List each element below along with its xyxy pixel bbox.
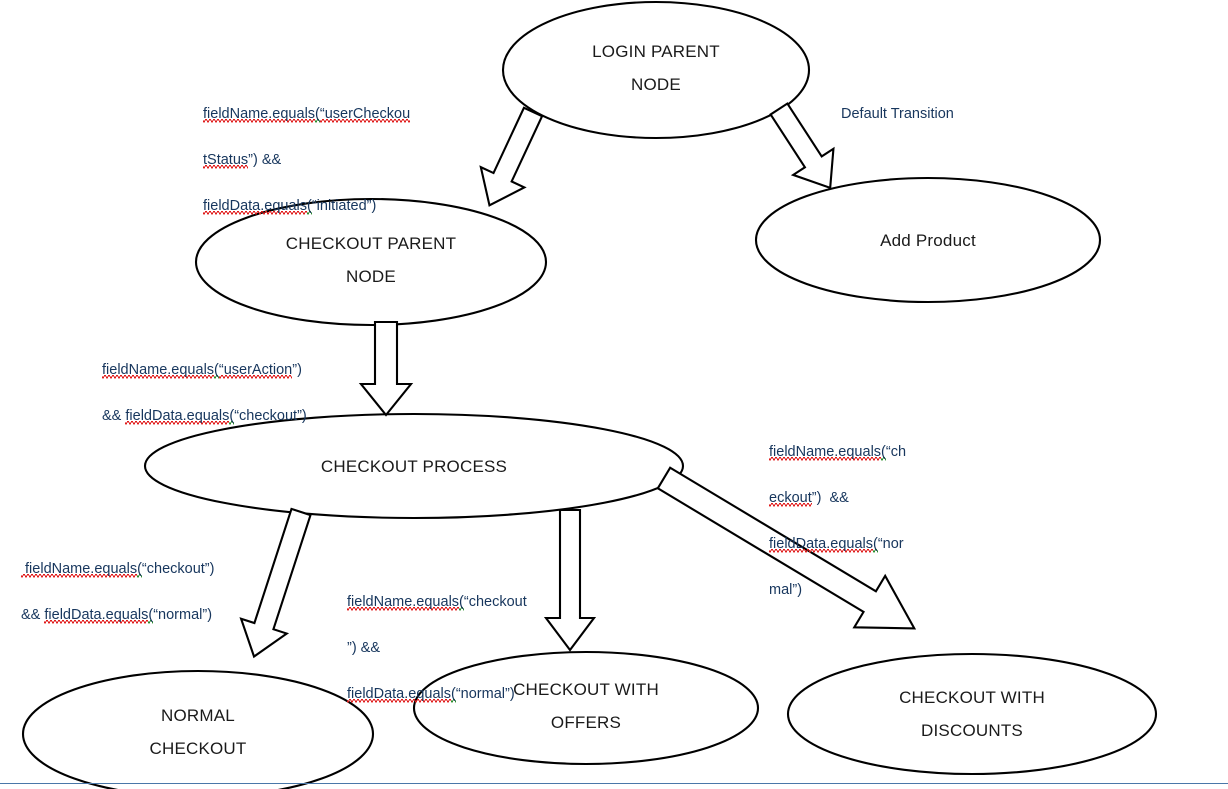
- edge-label-line: fieldName.equals: [203, 106, 316, 122]
- node-checkout-process[interactable]: [143, 412, 685, 520]
- edge-checkout-process-to-checkout-with-offers: [543, 508, 597, 652]
- edge-label-checkout-process-to-checkout-with-discounts: fieldName.equals(“ch eckout”) && fieldDa…: [769, 444, 907, 598]
- node-normal-checkout[interactable]: [22, 669, 374, 789]
- edge-label-checkout-process-to-normal-checkout: fieldName.equals(“checkout”) && fieldDat…: [21, 561, 215, 623]
- node-checkout-with-offers[interactable]: [412, 650, 760, 766]
- edge-label-checkout-process-to-checkout-with-offers: fieldName.equals(“checkout ”) && fieldDa…: [347, 594, 527, 702]
- node-checkout-with-discounts[interactable]: [786, 652, 1158, 776]
- edge-login-to-add-product: [769, 102, 835, 190]
- node-checkout-parent-node[interactable]: [194, 197, 548, 327]
- node-login-parent-node[interactable]: [501, 0, 811, 140]
- edge-login-to-checkout-parent: [479, 106, 544, 207]
- page-bottom-rule: [0, 783, 1228, 784]
- edge-label-login-to-add-product: Default Transition: [841, 106, 954, 122]
- node-add-product[interactable]: [754, 176, 1102, 304]
- edge-label-checkout-parent-to-checkout-process: fieldName.equals(“userAction”) && fieldD…: [102, 362, 307, 424]
- edge-label-login-to-checkout-parent: fieldName.equals(“userCheckou tStatus”) …: [203, 106, 411, 214]
- edge-checkout-process-to-normal-checkout: [239, 507, 312, 659]
- edge-checkout-parent-to-checkout-process: [358, 320, 414, 417]
